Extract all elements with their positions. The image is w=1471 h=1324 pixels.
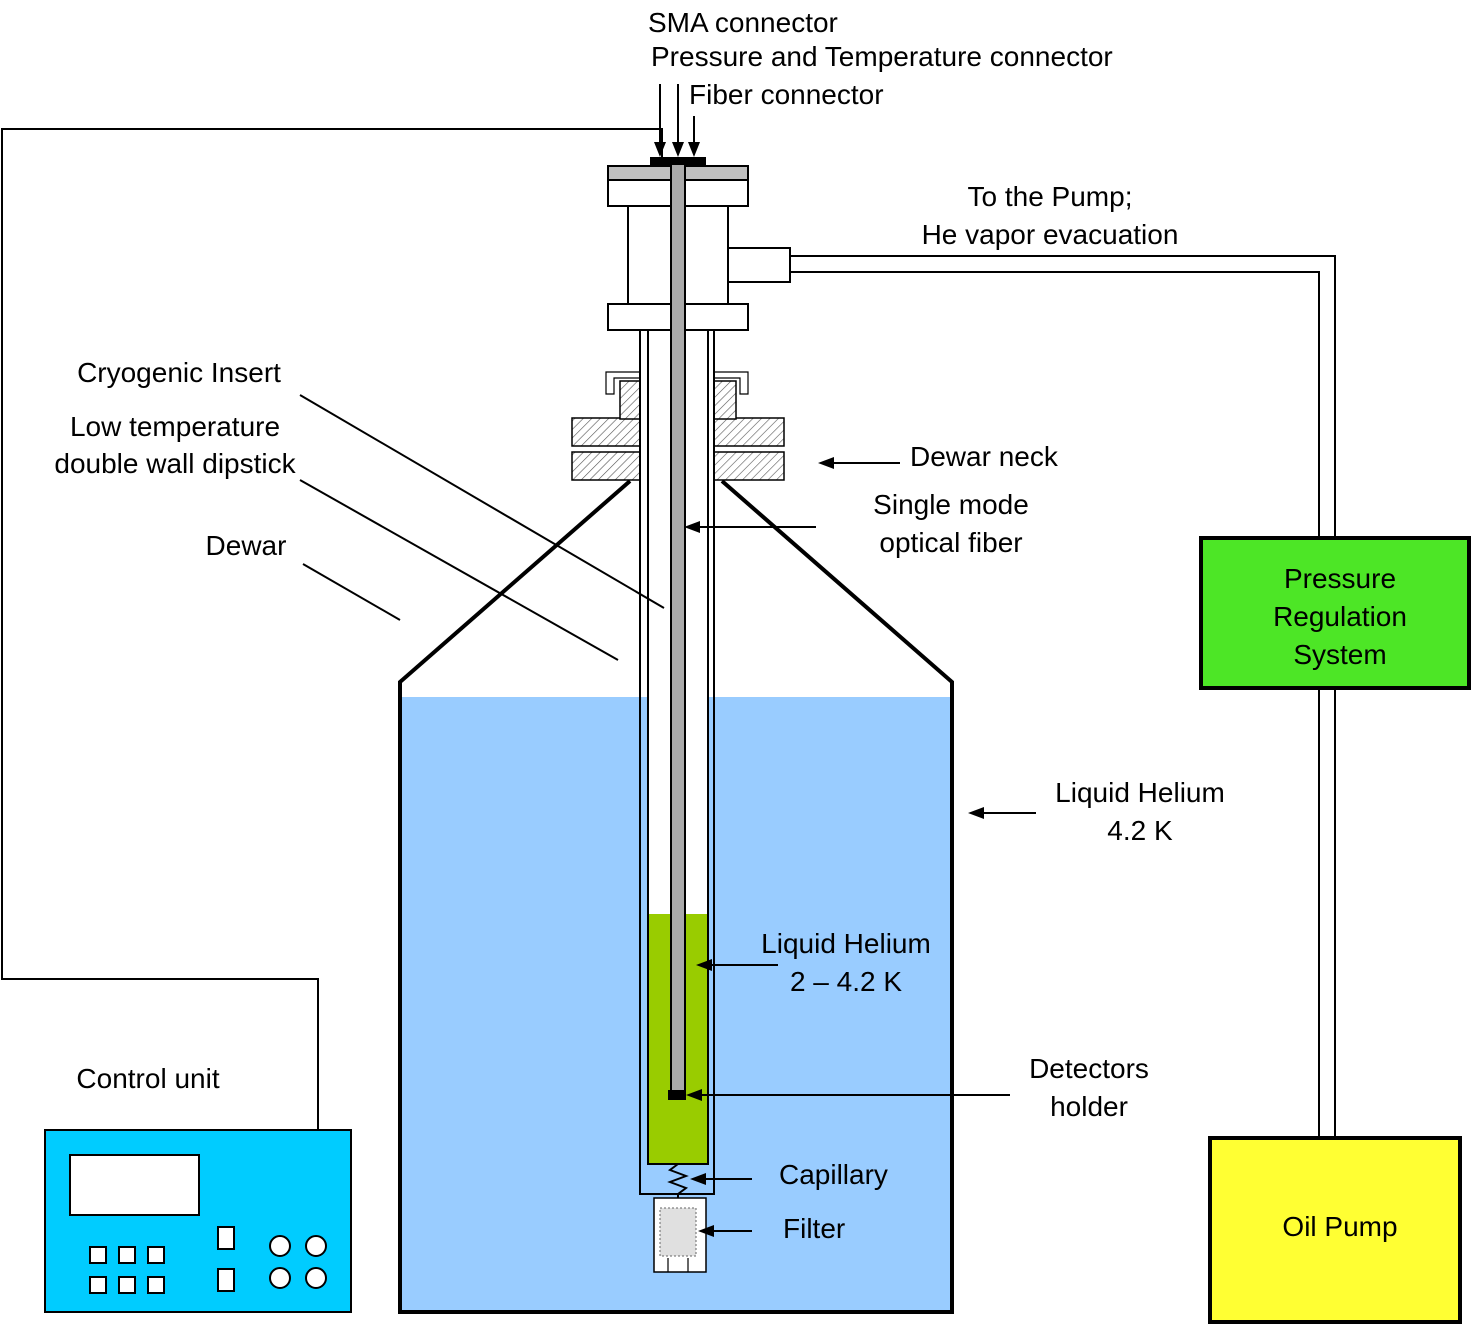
neck-flange-right-lower bbox=[713, 451, 785, 481]
arrow-capillary-head bbox=[690, 1173, 706, 1185]
dewar-outline bbox=[398, 479, 954, 1314]
label-dewar: Dewar bbox=[206, 530, 287, 561]
label-lhe-inner-2: 2 – 4.2 K bbox=[790, 966, 902, 997]
cryogenic-insert bbox=[607, 157, 791, 1273]
label-capillary: Capillary bbox=[779, 1159, 888, 1190]
tube-outer bbox=[790, 255, 1336, 538]
control-unit-socket bbox=[305, 1267, 327, 1289]
optical-fiber bbox=[670, 163, 686, 1095]
arrow-pt-head bbox=[672, 142, 684, 157]
control-unit: Control unit bbox=[44, 1063, 352, 1313]
arrow-dewar-neck-head bbox=[818, 457, 834, 469]
arrow-filter-head bbox=[698, 1225, 714, 1237]
control-unit-key bbox=[118, 1276, 136, 1294]
pressure-regulation-box bbox=[1199, 536, 1471, 690]
label-pt-connector: Pressure and Temperature connector bbox=[651, 41, 1113, 72]
label-sma-connector: SMA connector bbox=[648, 7, 838, 38]
label-fiber-2: optical fiber bbox=[879, 527, 1022, 558]
label-lhe-outer-2: 4.2 K bbox=[1107, 815, 1173, 846]
neck-flange-right-upper bbox=[713, 417, 785, 447]
label-lhe-inner-1: Liquid Helium bbox=[761, 928, 931, 959]
neck-clamp-right bbox=[713, 380, 737, 420]
label-detectors-1: Detectors bbox=[1029, 1053, 1149, 1084]
tube-inner bbox=[790, 271, 1320, 538]
label-fiber-1: Single mode bbox=[873, 489, 1029, 520]
prs-label-3: System bbox=[1293, 639, 1386, 670]
pump-tubing bbox=[790, 255, 1336, 1138]
control-unit-key bbox=[147, 1276, 165, 1294]
control-unit-socket bbox=[305, 1235, 327, 1257]
neck-clamp-left bbox=[619, 380, 643, 420]
leader-dewar bbox=[302, 563, 401, 621]
prs-label-2: Regulation bbox=[1273, 601, 1407, 632]
arrow-fiber-connector-head bbox=[688, 142, 700, 157]
label-to-pump-1: To the Pump; bbox=[968, 181, 1133, 212]
neck-flange-left-upper bbox=[571, 417, 641, 447]
control-unit-switch bbox=[217, 1226, 235, 1250]
label-dewar-neck: Dewar neck bbox=[910, 441, 1059, 472]
control-unit-label: Control unit bbox=[76, 1063, 219, 1094]
arrow-lhe-outer-head bbox=[968, 807, 984, 819]
control-unit-key bbox=[89, 1246, 107, 1264]
control-unit-display bbox=[69, 1154, 200, 1216]
arrows bbox=[654, 84, 1036, 1237]
label-fiber-connector: Fiber connector bbox=[689, 79, 884, 110]
label-dipstick-1: Low temperature bbox=[70, 411, 280, 442]
dewar-neck bbox=[571, 371, 785, 481]
oil-pump-box bbox=[1208, 1136, 1462, 1324]
label-to-pump-2: He vapor evacuation bbox=[922, 219, 1179, 250]
pressure-regulation-system: Pressure Regulation System bbox=[1199, 536, 1471, 690]
neck-flange-left-lower bbox=[571, 451, 641, 481]
oil-pump-label: Oil Pump bbox=[1282, 1211, 1397, 1242]
arrow-sma-head bbox=[654, 142, 666, 157]
oil-pump: Oil Pump bbox=[1208, 1136, 1462, 1324]
label-filter: Filter bbox=[783, 1213, 845, 1244]
control-unit-key bbox=[89, 1276, 107, 1294]
control-unit-key bbox=[147, 1246, 165, 1264]
leader-cryogenic-insert bbox=[299, 394, 665, 609]
pump-port bbox=[727, 247, 791, 283]
control-cable bbox=[1, 128, 663, 1246]
leader-lines bbox=[299, 394, 665, 661]
connector-block bbox=[650, 157, 706, 166]
capillary-spring bbox=[667, 1163, 689, 1195]
filter-element bbox=[659, 1207, 697, 1257]
labels: SMA connector Pressure and Temperature c… bbox=[54, 7, 1224, 1244]
prs-label-1: Pressure bbox=[1284, 563, 1396, 594]
leader-dipstick bbox=[299, 479, 619, 661]
arrow-fiber-head bbox=[684, 521, 700, 533]
label-detectors-2: holder bbox=[1050, 1091, 1128, 1122]
label-cryogenic-insert: Cryogenic Insert bbox=[77, 357, 281, 388]
arrow-detectors-head bbox=[686, 1089, 702, 1101]
label-dipstick-2: double wall dipstick bbox=[54, 448, 296, 479]
detectors-holder bbox=[668, 1090, 686, 1100]
control-unit-switch bbox=[217, 1268, 235, 1292]
control-unit-socket bbox=[269, 1267, 291, 1289]
arrow-lhe-inner-head bbox=[696, 959, 712, 971]
control-unit-key bbox=[118, 1246, 136, 1264]
label-lhe-outer-1: Liquid Helium bbox=[1055, 777, 1225, 808]
control-unit-socket bbox=[269, 1235, 291, 1257]
